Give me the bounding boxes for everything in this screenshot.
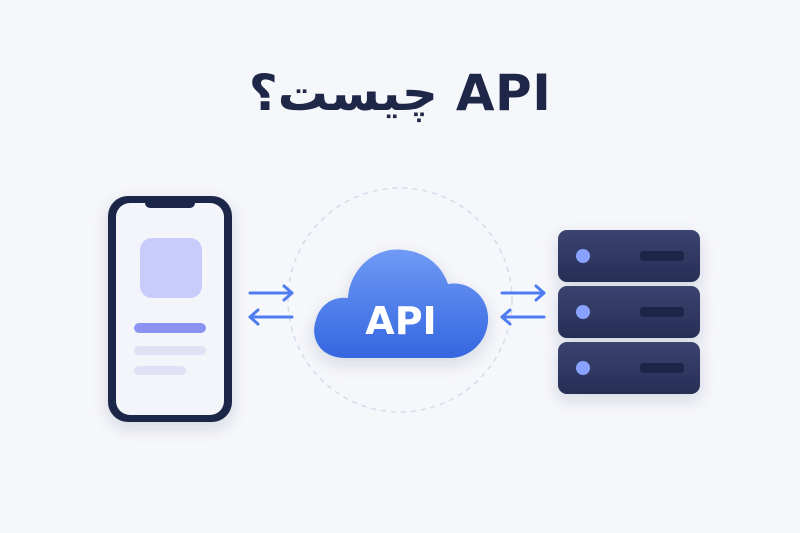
- cloud-icon: [314, 249, 489, 358]
- cloud-shape: [314, 249, 489, 358]
- app-tile: [140, 238, 202, 298]
- server-slot: [640, 251, 684, 261]
- server-led: [576, 249, 590, 263]
- phone-screen: [116, 203, 224, 415]
- server-rack-icon: [558, 230, 700, 394]
- accent-bar: [134, 323, 206, 333]
- page-title: API چیست؟: [248, 64, 552, 122]
- cloud-label: API: [365, 299, 436, 343]
- muted-bar: [134, 346, 206, 355]
- server-led: [576, 305, 590, 319]
- server-slot: [640, 363, 684, 373]
- bidirectional-arrows-icon: [500, 284, 546, 326]
- server-unit: [558, 286, 700, 338]
- smartphone-icon: [108, 196, 232, 422]
- api-halo-ring: [287, 187, 513, 413]
- server-slot: [640, 307, 684, 317]
- muted-bar-short: [134, 366, 186, 375]
- server-unit: [558, 230, 700, 282]
- server-led: [576, 361, 590, 375]
- phone-notch: [145, 198, 195, 208]
- server-unit: [558, 342, 700, 394]
- bidirectional-arrows-icon: [248, 284, 294, 326]
